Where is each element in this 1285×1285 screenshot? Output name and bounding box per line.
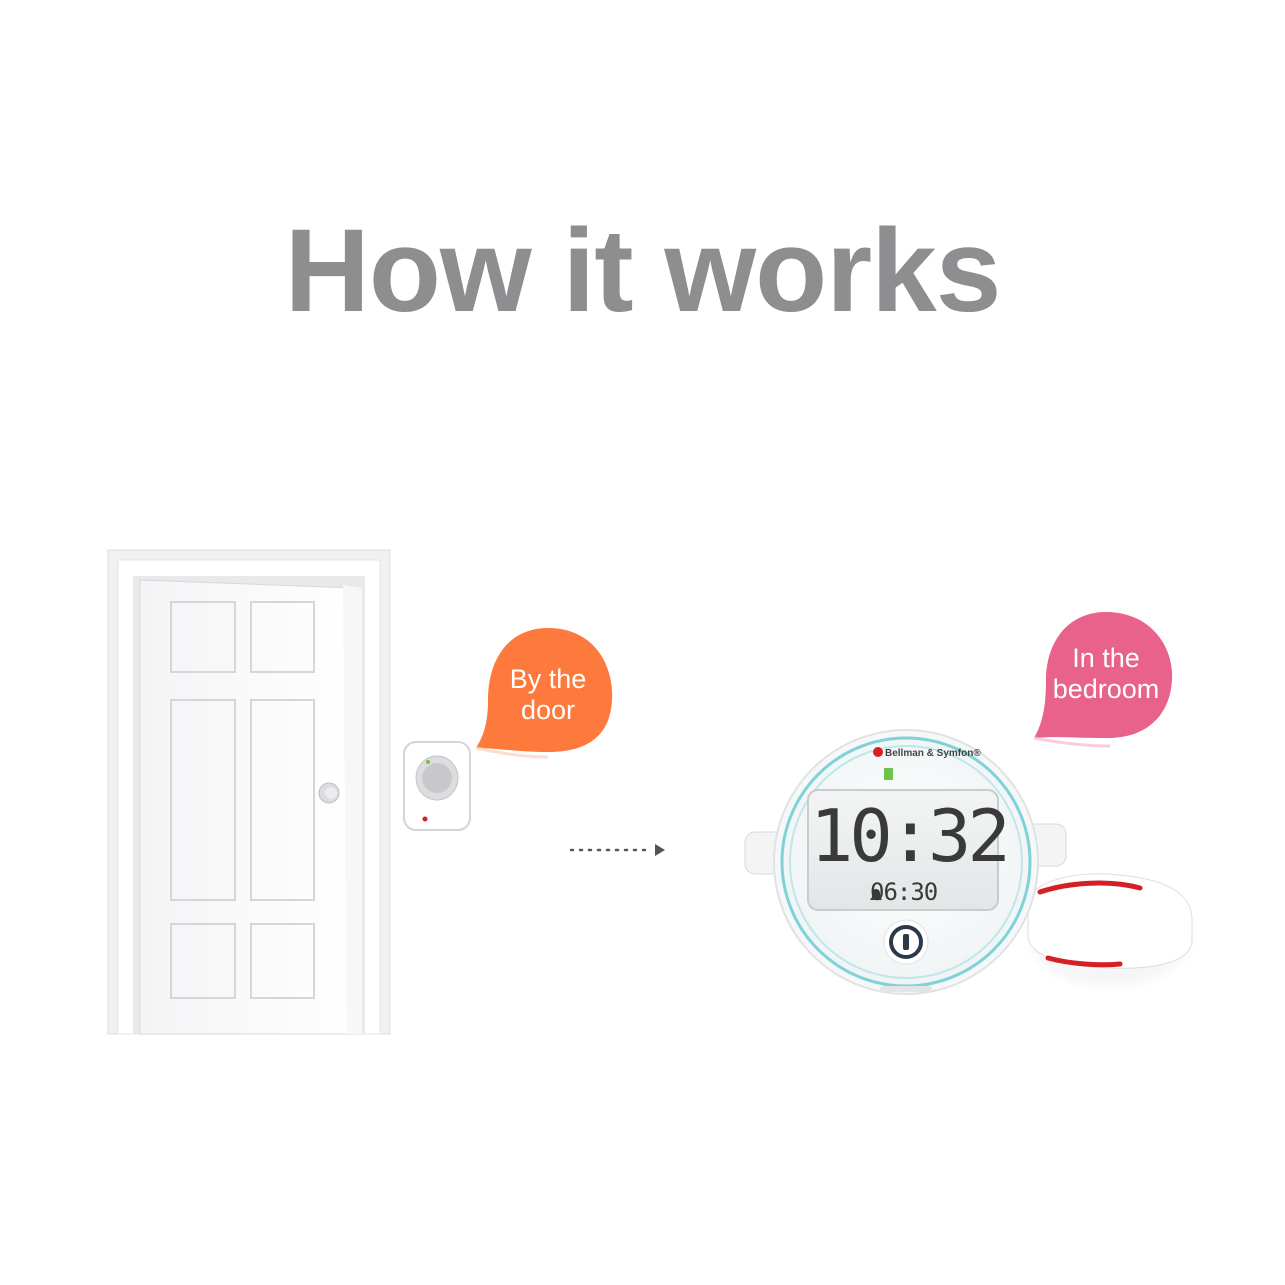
door-caption-line1: By the (509, 664, 587, 694)
arrow-right-icon (569, 844, 665, 856)
bed-shaker-icon (1027, 873, 1193, 987)
door-bubble (476, 628, 613, 752)
bell-icon (870, 889, 882, 900)
clock-time: 10:32 (810, 794, 1011, 878)
door-caption: By the door (483, 664, 613, 726)
door-caption-line2: door (520, 695, 576, 725)
clock-brand: Bellman & Symfon® (885, 748, 981, 759)
bedroom-caption-line2: bedroom (1052, 674, 1160, 704)
alarm-clock (744, 729, 1067, 995)
page-title: How it works (284, 205, 1002, 337)
bedroom-bubble (1034, 612, 1173, 738)
door (107, 549, 391, 1035)
bedroom-caption: In the bedroom (1041, 643, 1171, 705)
bedroom-caption-line1: In the (1072, 643, 1140, 673)
clock-alarm-time: 06:30 (870, 878, 938, 906)
doorbell-button-icon (403, 741, 471, 831)
